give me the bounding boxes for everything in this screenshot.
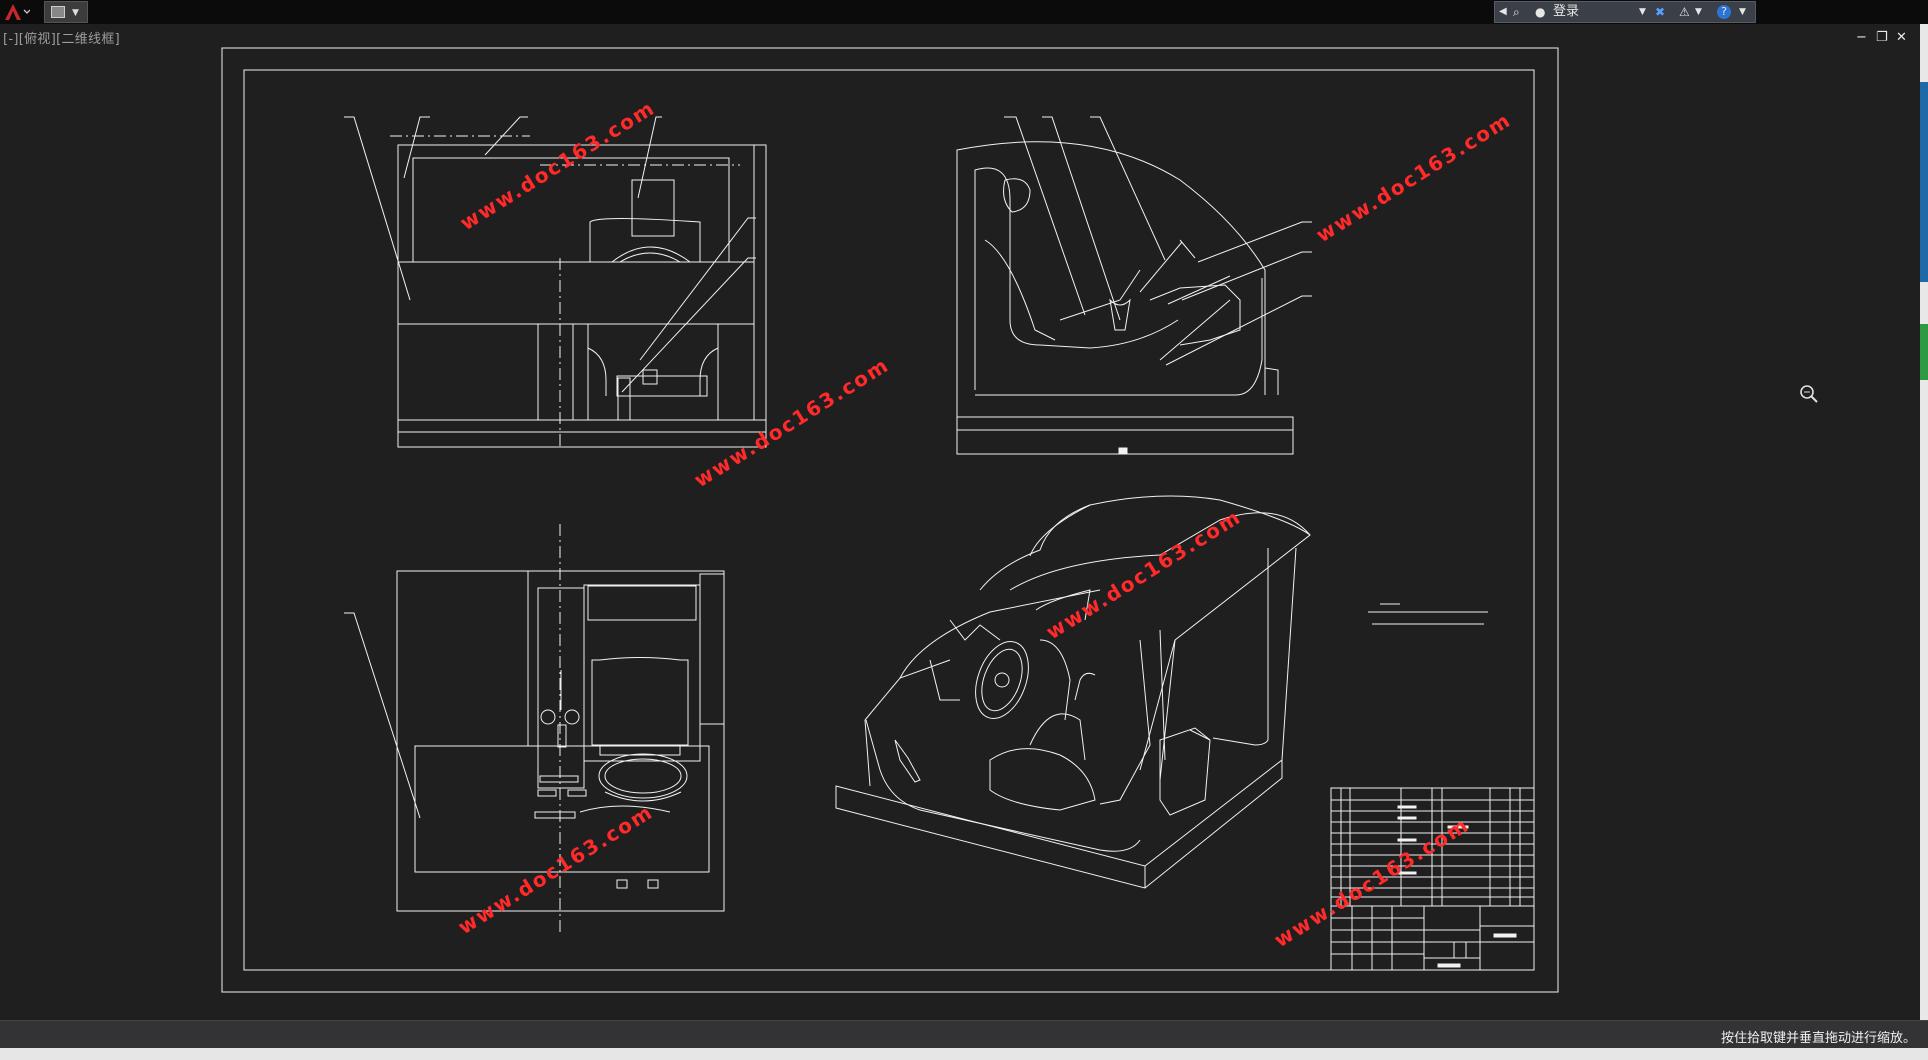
help-dropdown-icon[interactable]: ▼ <box>1739 7 1746 17</box>
title-bar: ▼ ◀ ⌕ ● 登录 ▼ ✖ ⚠ ▼ ? ▼ <box>0 0 1928 24</box>
close-icon[interactable]: ✕ <box>1896 30 1907 45</box>
status-bar: 按住拾取键并垂直拖动进行缩放。 <box>0 1020 1928 1048</box>
taskbar-edge <box>0 1048 1928 1060</box>
desktop-edge-blue <box>1920 82 1928 282</box>
desktop-edge-green <box>1920 324 1928 380</box>
side-view <box>956 116 1312 455</box>
chevron-down-icon[interactable]: ▼ <box>72 8 79 18</box>
user-icon[interactable]: ● <box>1535 5 1546 19</box>
top-view <box>344 524 725 935</box>
sheet-outer-border <box>221 47 1559 993</box>
document-icon[interactable] <box>51 6 65 18</box>
a360-dropdown-icon[interactable]: ▼ <box>1695 7 1702 17</box>
minimize-icon[interactable]: − <box>1856 30 1867 45</box>
help-button[interactable]: ? <box>1717 5 1731 19</box>
status-message: 按住拾取键并垂直拖动进行缩放。 <box>1720 1031 1916 1046</box>
left-arrow-icon[interactable]: ◀ <box>1499 6 1507 17</box>
drawing-canvas[interactable] <box>0 0 1920 1020</box>
autodesk-a360-icon[interactable]: ⚠ <box>1679 5 1690 19</box>
quick-access-toolbar[interactable]: ▼ <box>44 1 88 23</box>
title-block <box>1330 787 1535 971</box>
sheet-inner-border <box>243 69 1535 971</box>
technical-notes <box>1368 603 1488 625</box>
exchange-icon[interactable]: ✖ <box>1655 5 1666 19</box>
isometric-view <box>835 495 1311 889</box>
viewport-controls[interactable]: [-][俯视][二维线框] <box>3 32 121 47</box>
front-view <box>344 116 767 450</box>
binoculars-icon[interactable]: ⌕ <box>1513 5 1520 19</box>
autocad-a-icon[interactable] <box>2 2 30 22</box>
zoom-cursor-icon <box>1800 385 1818 403</box>
login-button[interactable]: 登录 <box>1553 4 1580 19</box>
desktop-edge <box>1920 24 1928 1034</box>
restore-icon[interactable]: ❐ <box>1876 30 1888 45</box>
login-dropdown-icon[interactable]: ▼ <box>1639 7 1646 17</box>
infocenter-bar: ◀ ⌕ ● 登录 ▼ ✖ ⚠ ▼ ? ▼ <box>1494 1 1756 23</box>
drawing-window-controls: − ❐ ✕ <box>1856 30 1916 48</box>
